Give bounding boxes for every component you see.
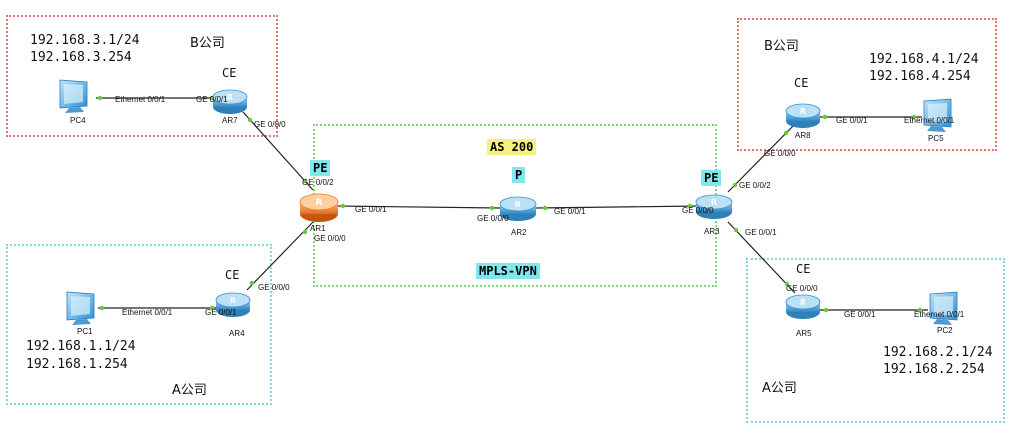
pc4-name: PC4 (70, 116, 86, 125)
a-right-gateway: 192.168.2.254 (883, 362, 985, 377)
port-ar8-ge000: GE 0/0/0 (764, 149, 796, 158)
port-pc5-eth: Ethernet 0/0/1 (904, 116, 955, 125)
ar5-name: AR5 (796, 329, 812, 338)
port-ar7-ge001: GE 0/0/1 (196, 95, 228, 104)
pc-icon (59, 79, 88, 113)
ar8-role: CE (794, 76, 809, 90)
ar3-role-tag: PE (701, 170, 722, 186)
svg-text:R: R (316, 198, 323, 208)
ar4-role: CE (225, 268, 240, 282)
router-icon: R (785, 294, 821, 319)
ar1-role-tag: PE (310, 160, 331, 176)
svg-text:R: R (711, 198, 717, 207)
port-ar5-ge001: GE 0/0/1 (844, 310, 876, 319)
pc-icon (923, 98, 952, 132)
pc1-name: PC1 (77, 327, 93, 336)
router-icon: R (785, 103, 821, 128)
pc5-name: PC5 (928, 134, 944, 143)
ar2-name: AR2 (511, 228, 527, 237)
router-icon: R (499, 196, 537, 221)
port-ar4-ge000: GE 0/0/0 (258, 283, 290, 292)
port-ar8-ge001: GE 0/0/1 (836, 116, 868, 125)
pc-icon (929, 291, 958, 325)
port-pc2-eth: Ethernet 0/0/1 (914, 310, 965, 319)
port-ar1-ge000: GE 0/0/0 (314, 234, 346, 243)
ar2-role-tag: P (512, 167, 526, 183)
port-ar1-ge002: GE 0/0/2 (302, 178, 334, 187)
ar7-name: AR7 (222, 116, 238, 125)
router-icon: R (695, 194, 733, 219)
pc2-name: PC2 (937, 326, 953, 335)
svg-text:R: R (230, 296, 236, 305)
as-label: AS 200 (487, 139, 537, 155)
link-ar2-ar3 (535, 205, 701, 209)
router-icon: R (299, 193, 339, 222)
svg-text:R: R (800, 107, 806, 116)
link-ar1-ar2 (334, 205, 501, 209)
a-right-company: A公司 (762, 381, 797, 396)
router-icon: R (215, 292, 251, 317)
port-ar2-ge000: GE 0/0/0 (477, 214, 509, 223)
port-ar1-ge001: GE 0/0/1 (355, 205, 387, 214)
port-pc1-eth: Ethernet 0/0/1 (122, 308, 173, 317)
port-ar3-ge001: GE 0/0/1 (745, 228, 777, 237)
b-right-company: B公司 (764, 39, 799, 54)
zone-a-company-left (6, 244, 272, 405)
mpls-vpn-label: MPLS-VPN (476, 263, 540, 279)
b-right-network: 192.168.4.1/24 (869, 52, 979, 67)
a-left-network: 192.168.1.1/24 (26, 339, 136, 354)
a-left-gateway: 192.168.1.254 (26, 357, 128, 372)
port-ar3-ge000: GE 0/0/0 (682, 206, 714, 215)
link-ar3-ar8 (727, 123, 796, 193)
port-ar4-ge001: GE 0/0/1 (205, 308, 237, 317)
b-left-network: 192.168.3.1/24 (30, 33, 140, 48)
ar3-name: AR3 (704, 227, 720, 236)
svg-text:R: R (227, 93, 233, 102)
port-ar3-ge002: GE 0/0/2 (739, 181, 771, 190)
svg-text:R: R (515, 200, 521, 209)
a-right-network: 192.168.2.1/24 (883, 345, 993, 360)
ar4-name: AR4 (229, 329, 245, 338)
zone-b-company-right (737, 18, 997, 151)
zone-a-company-right (746, 258, 1005, 423)
ar5-role: CE (796, 262, 811, 276)
port-ar7-ge000: GE 0/0/0 (254, 120, 286, 129)
b-left-gateway: 192.168.3.254 (30, 50, 132, 65)
link-port-dots (97, 95, 923, 313)
svg-text:R: R (800, 298, 806, 307)
router-icon: R (212, 89, 248, 114)
zone-b-company-left (6, 15, 278, 137)
port-pc4-eth: Ethernet 0/0/1 (115, 95, 166, 104)
ar7-role: CE (222, 66, 237, 80)
a-left-company: A公司 (172, 383, 207, 398)
links (96, 97, 928, 311)
ar1-name: AR1 (310, 224, 326, 233)
b-left-company: B公司 (190, 36, 225, 51)
b-right-gateway: 192.168.4.254 (869, 69, 971, 84)
port-ar5-ge000: GE 0/0/0 (786, 284, 818, 293)
ar8-name: AR8 (795, 131, 811, 140)
link-ar7-ar1 (242, 111, 314, 191)
port-ar2-ge001: GE 0/0/1 (554, 207, 586, 216)
link-ar3-ar5 (727, 221, 796, 294)
pc-icon (66, 291, 95, 325)
link-ar1-ar4 (246, 221, 314, 291)
